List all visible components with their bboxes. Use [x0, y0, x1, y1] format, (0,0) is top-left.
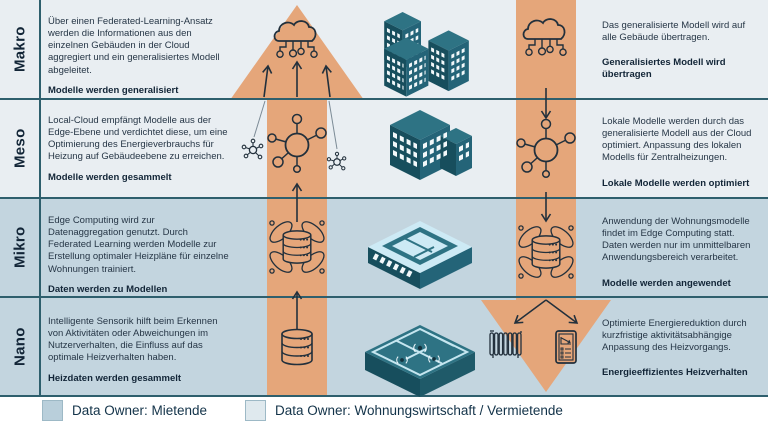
makro-right-textblock: Das generalisierte Modell wird auf alle … [602, 20, 760, 82]
row-label-mikro: Mikro [11, 226, 29, 269]
row-label-meso: Meso [11, 128, 29, 169]
sensor-icons [396, 343, 440, 364]
meso-left-textblock: Local-Cloud empfängt Modelle aus der Edg… [48, 115, 232, 184]
row-makro-background [0, 0, 768, 99]
row-dividers [0, 0, 768, 397]
legend-label-wohnungswirtschaft: Data Owner: Wohnungswirtschaft / Vermiet… [275, 403, 563, 418]
nano-left-heading: Heizdaten werden gesammelt [48, 372, 182, 384]
apartment-floor-illustration [368, 221, 472, 289]
up-arrow-nano-icon [291, 291, 303, 330]
nano-left-body: Intelligente Sensorik hilft beim Erkenne… [48, 316, 218, 364]
mikro-left-textblock: Edge Computing wird zur Datenaggregation… [48, 215, 232, 296]
down-arrow-makro-icon [540, 88, 552, 119]
legend-item-wohnungswirtschaft: Data Owner: Wohnungswirtschaft / Vermiet… [245, 400, 563, 421]
legend-swatch-mietende [42, 400, 63, 421]
nano-right-heading: Energieeffizientes Heizverhalten [602, 367, 748, 379]
floorplan-sensors-illustration [365, 325, 475, 397]
connector-lines [253, 100, 338, 150]
row-label-makro: Makro [11, 26, 29, 73]
database-icon [281, 328, 313, 366]
legend-swatch-wohnungswirtschaft [245, 400, 266, 421]
meso-left-body: Local-Cloud empfängt Modelle aus der Edg… [48, 115, 228, 163]
meso-right-heading: Lokale Modelle werden optimiert [602, 177, 750, 189]
makro-left-heading: Modelle werden generalisiert [48, 84, 179, 96]
model-node-icon-left [241, 138, 264, 160]
mikro-left-heading: Daten werden zu Modellen [48, 283, 168, 295]
makro-left-body: Über einen Federated-Learning-Ansatz wer… [48, 16, 220, 76]
radiator-icon [489, 330, 522, 359]
energy-display-icon [555, 330, 577, 364]
nano-left-textblock: Intelligente Sensorik hilft beim Erkenne… [48, 316, 232, 385]
mikro-right-heading: Modelle werden angewendet [602, 277, 731, 289]
legend-strip [0, 396, 768, 432]
up-arrow-meso-icon [291, 183, 303, 222]
three-up-arrows-icon [261, 61, 333, 98]
makro-right-heading: Generalisiertes Modell wird übertragen [602, 57, 726, 81]
legend-label-mietende: Data Owner: Mietende [72, 403, 208, 418]
meso-right-textblock: Lokale Modelle werden durch das generali… [602, 116, 760, 190]
branch-arrows-icon [511, 299, 581, 328]
legend-item-mietende: Data Owner: Mietende [42, 400, 207, 421]
mikro-left-body: Edge Computing wird zur Datenaggregation… [48, 215, 229, 275]
row-label-nano: Nano [11, 327, 29, 366]
down-arrow-meso-icon [540, 192, 552, 222]
mikro-right-textblock: Anwendung der Wohnungsmodelle findet im … [602, 216, 760, 290]
nano-right-textblock: Optimierte Energiereduktion durch kurzfr… [602, 318, 760, 380]
building-illustration [390, 110, 472, 180]
model-node-icon-right [326, 151, 347, 171]
makro-right-body: Das generalisierte Modell wird auf alle … [602, 20, 746, 44]
meso-left-heading: Modelle werden gesammelt [48, 171, 172, 183]
row-meso-background [0, 99, 768, 198]
buildings-cluster-illustration [384, 12, 469, 97]
meso-right-body: Lokale Modelle werden durch das generali… [602, 116, 752, 164]
mikro-right-body: Anwendung der Wohnungsmodelle findet im … [602, 216, 751, 264]
nano-right-body: Optimierte Energiereduktion durch kurzfr… [602, 318, 747, 354]
makro-left-textblock: Über einen Federated-Learning-Ansatz wer… [48, 16, 232, 97]
